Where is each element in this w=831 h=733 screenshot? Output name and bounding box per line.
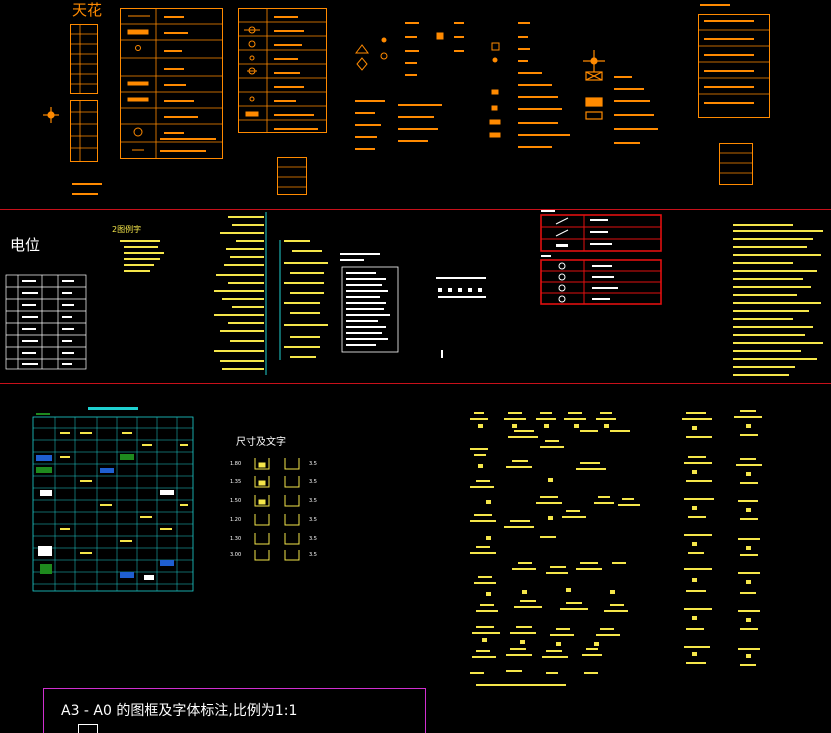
outlet-section-title: 电位 [10, 236, 41, 254]
ceiling-legend-table-b [70, 100, 98, 162]
ceiling-legend-table-a [70, 24, 98, 94]
symbol-list-box [340, 253, 399, 353]
dimension-label-left: 1.30 [230, 536, 242, 542]
flowchart-node-symbols [478, 424, 751, 658]
fixture-symbols [244, 26, 260, 117]
luminaire-crosshair-icon [43, 107, 59, 123]
dimension-label-right: 3.5 [309, 552, 317, 558]
outlet-table-text [22, 280, 74, 365]
flowchart-node-labels [470, 410, 762, 686]
dimension-symbols [254, 458, 300, 561]
right-legend-box [698, 14, 770, 118]
dimension-label-left: 1.35 [230, 479, 242, 485]
small-legend-box [277, 157, 307, 195]
drawing-frame-note: A3 - A0 的图框及字体标注,比例为1:1 [61, 703, 298, 719]
dimension-label-left: 1.20 [230, 517, 242, 523]
electrical-legend-subtitle: 2图例字 [112, 225, 142, 234]
symbol-list-text [346, 272, 390, 346]
right-notes-text [733, 224, 823, 376]
outlet-legend-table [5, 274, 87, 370]
alert-tables [540, 210, 662, 305]
lighting-legend-box [120, 8, 223, 159]
material-table [32, 407, 194, 592]
material-table-text [60, 432, 188, 554]
lighting-legend-grid [70, 8, 770, 188]
dimension-label-left: 3.00 [230, 552, 242, 558]
section-divider-top [0, 209, 831, 210]
dimension-label-right: 3.5 [309, 479, 317, 485]
ceiling-section-title: 天花 [72, 1, 103, 19]
dimension-label-right: 3.5 [309, 536, 317, 542]
lighting-symbols [127, 15, 150, 151]
fixture-legend-box [238, 8, 327, 133]
electrical-notes-text [120, 240, 164, 272]
orange-small-text-blocks [72, 4, 754, 195]
drawing-frame-note-box [43, 688, 426, 733]
dimension-label-left: 1.80 [230, 461, 242, 467]
frame-thumbnail [78, 724, 98, 733]
symbol-column [355, 32, 501, 138]
wiring-tree-labels [214, 216, 328, 370]
center-symbol-row [436, 277, 486, 358]
right-small-legend-box [719, 143, 753, 185]
section-divider-middle [0, 383, 831, 384]
dimension-label-right: 3.5 [309, 517, 317, 523]
dimension-label-right: 3.5 [309, 498, 317, 504]
spotlight-icon [583, 50, 605, 120]
dimension-label-right: 3.5 [309, 461, 317, 467]
dimension-section-title: 尺寸及文字 [236, 437, 286, 448]
wiring-tree-lines [265, 212, 281, 375]
dimension-label-left: 1.50 [230, 498, 242, 504]
